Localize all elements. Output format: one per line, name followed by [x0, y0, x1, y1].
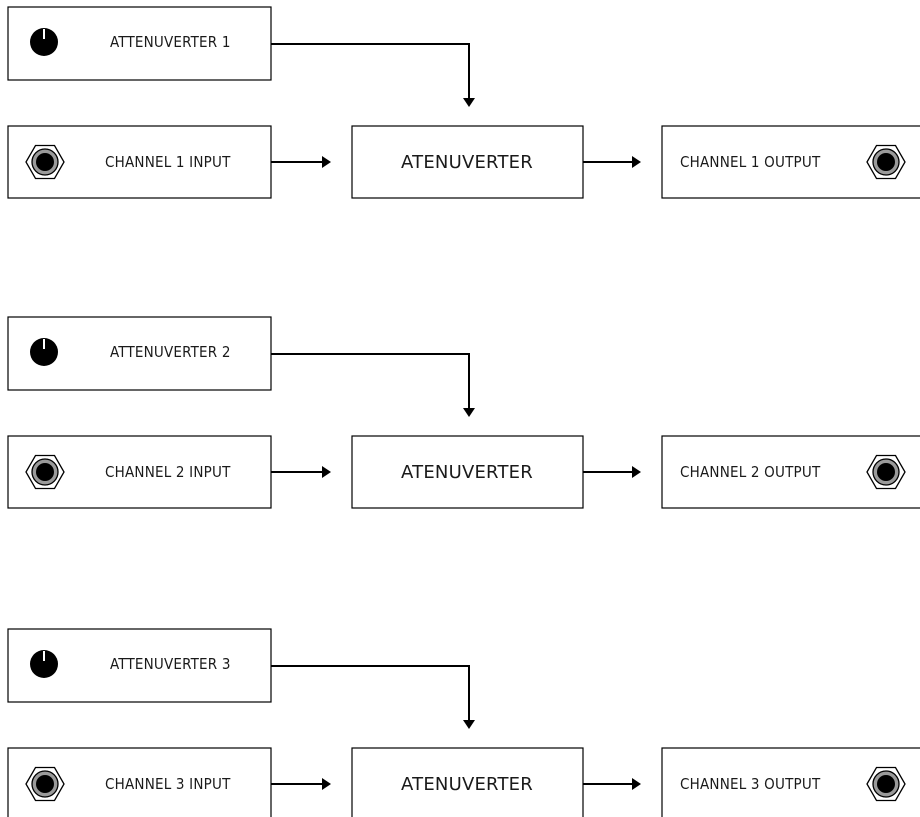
channel-input[interactable]: CHANNEL 3 INPUT: [7, 747, 272, 817]
processor-label: ATENUVERTER: [401, 152, 533, 173]
output-label: CHANNEL 2 OUTPUT: [680, 463, 821, 481]
attenuverter-label: ATTENUVERTER 3: [110, 655, 231, 673]
attenuverter-label: ATTENUVERTER 1: [110, 33, 231, 51]
knob-icon[interactable]: [30, 650, 58, 678]
input-wire: [271, 466, 331, 478]
jack-icon[interactable]: [25, 766, 65, 802]
attenuverter-processor: ATENUVERTER: [351, 747, 584, 817]
channel-input[interactable]: CHANNEL 2 INPUT: [7, 435, 272, 509]
attenuverter-label: ATTENUVERTER 2: [110, 343, 231, 361]
processor-label: ATENUVERTER: [401, 774, 533, 795]
channel-3-group: ATTENUVERTER 3 CHANNEL 3 INPUT ATENUVERT…: [7, 628, 920, 817]
input-wire: [271, 156, 331, 168]
output-wire: [583, 156, 641, 168]
control-wire: [271, 665, 475, 729]
input-wire: [271, 778, 331, 790]
output-label: CHANNEL 1 OUTPUT: [680, 153, 821, 171]
knob-icon[interactable]: [30, 338, 58, 366]
output-wire: [583, 466, 641, 478]
jack-icon[interactable]: [25, 144, 65, 180]
attenuverter-control[interactable]: ATTENUVERTER 2: [7, 316, 272, 391]
jack-icon[interactable]: [866, 144, 906, 180]
channel-output[interactable]: CHANNEL 1 OUTPUT: [661, 125, 920, 199]
input-label: CHANNEL 2 INPUT: [105, 463, 231, 481]
output-wire: [583, 778, 641, 790]
attenuverter-control[interactable]: ATTENUVERTER 3: [7, 628, 272, 703]
knob-icon[interactable]: [30, 28, 58, 56]
control-wire: [271, 43, 475, 107]
jack-icon[interactable]: [25, 454, 65, 490]
channel-2-group: ATTENUVERTER 2 CHANNEL 2 INPUT ATENUVERT…: [7, 316, 920, 509]
attenuverter-processor: ATENUVERTER: [351, 435, 584, 509]
channel-input[interactable]: CHANNEL 1 INPUT: [7, 125, 272, 199]
channel-output[interactable]: CHANNEL 2 OUTPUT: [661, 435, 920, 509]
output-label: CHANNEL 3 OUTPUT: [680, 775, 821, 793]
attenuverter-processor: ATENUVERTER: [351, 125, 584, 199]
jack-icon[interactable]: [866, 766, 906, 802]
jack-icon[interactable]: [866, 454, 906, 490]
control-wire: [271, 353, 475, 417]
processor-label: ATENUVERTER: [401, 462, 533, 483]
channel-output[interactable]: CHANNEL 3 OUTPUT: [661, 747, 920, 817]
attenuverter-control[interactable]: ATTENUVERTER 1: [7, 6, 272, 81]
input-label: CHANNEL 1 INPUT: [105, 153, 231, 171]
input-label: CHANNEL 3 INPUT: [105, 775, 231, 793]
channel-1-group: ATTENUVERTER 1 CHANNEL 1 INPUT ATENUVERT…: [7, 6, 920, 199]
